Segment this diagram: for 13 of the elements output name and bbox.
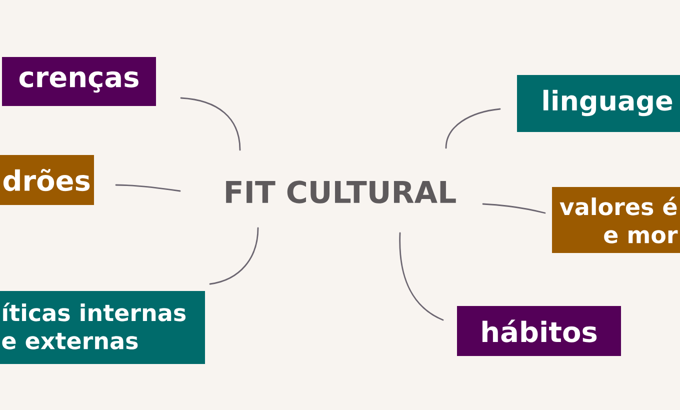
connector-curve bbox=[115, 184, 181, 192]
connector-curve bbox=[209, 227, 259, 285]
connector-curve bbox=[180, 97, 241, 151]
topic-box: íticas internas e externas bbox=[0, 291, 205, 364]
connector-curve bbox=[482, 203, 546, 214]
topic-box: crenças bbox=[2, 57, 156, 106]
topic-box: drões bbox=[0, 155, 94, 205]
connector-curve bbox=[445, 108, 501, 149]
topic-box: hábitos bbox=[457, 306, 621, 356]
topic-box: valores é e mor bbox=[552, 187, 680, 253]
central-topic-text: FIT CULTURAL bbox=[226, 180, 456, 204]
connector-curve bbox=[399, 232, 444, 321]
topic-box: linguage bbox=[517, 75, 680, 132]
